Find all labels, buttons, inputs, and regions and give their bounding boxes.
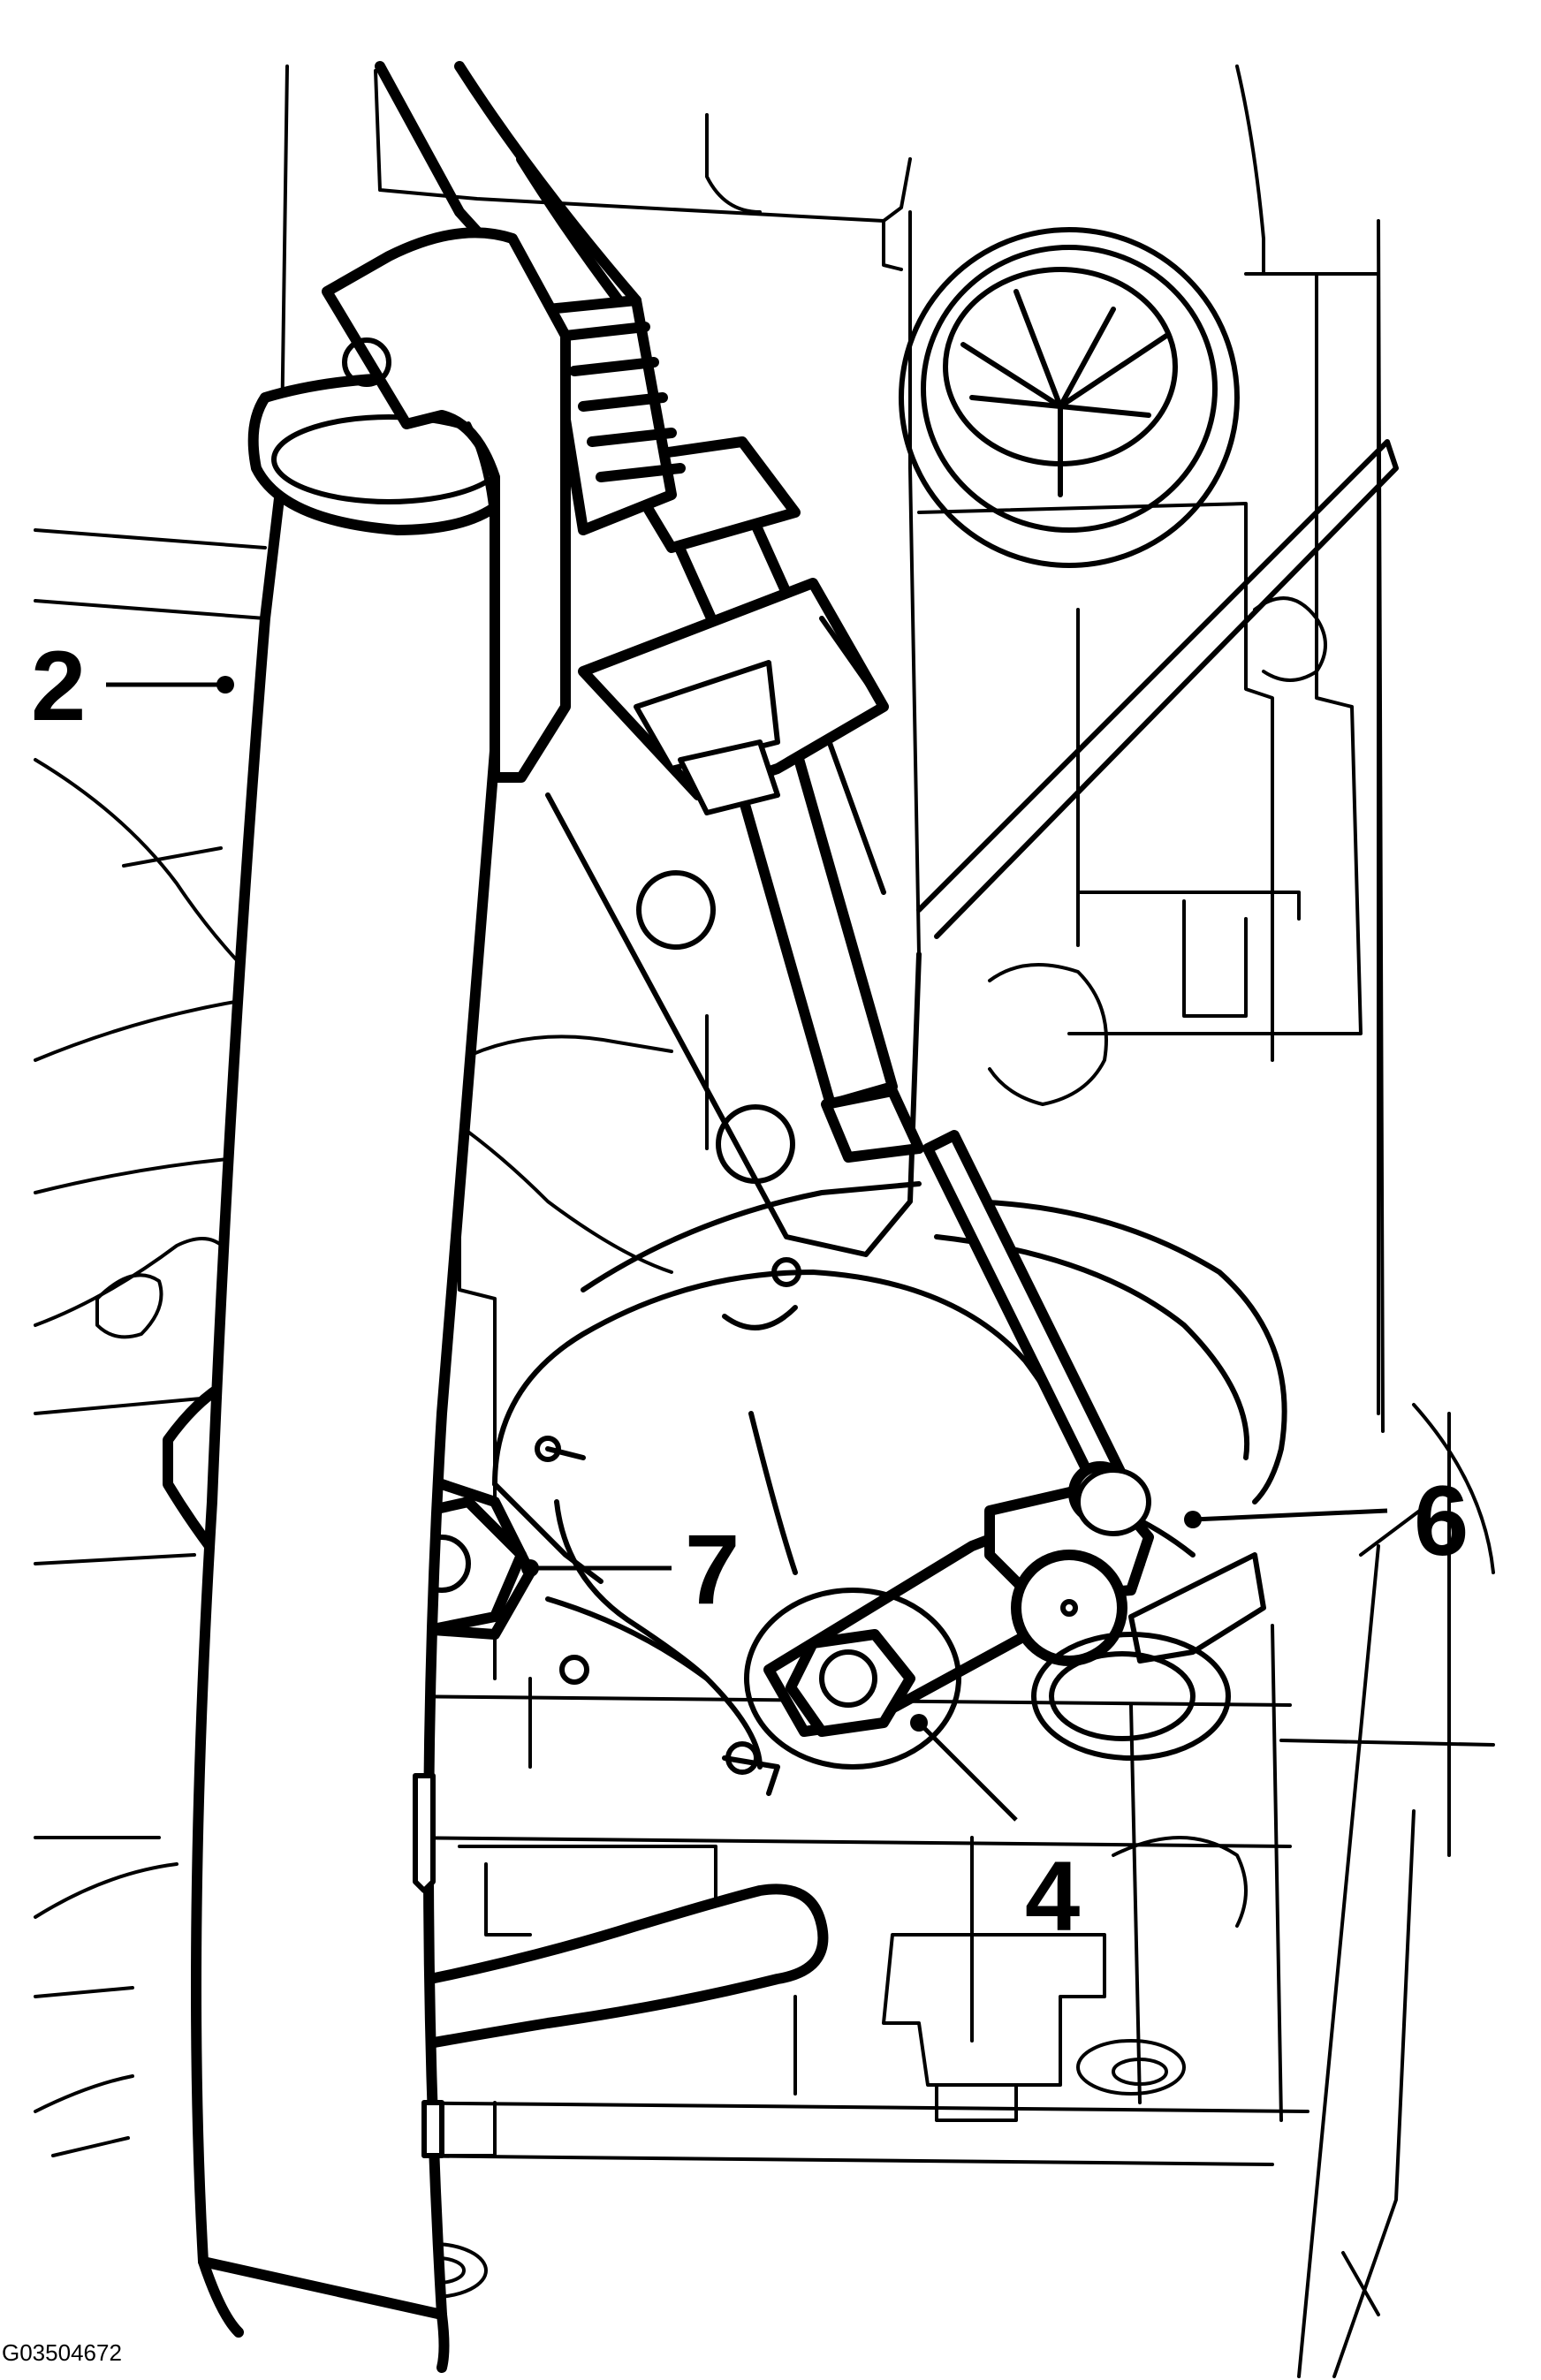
upper-bracket — [545, 439, 1399, 1257]
lever-nut — [744, 1588, 961, 1770]
gear-selector-rod — [375, 61, 1136, 1512]
oil-filler-cap — [899, 227, 1240, 568]
lower-hose — [330, 1884, 829, 2064]
left-guide-tube — [191, 372, 528, 2373]
callout-2: 2 — [31, 631, 86, 741]
cable-hook-lever — [322, 227, 571, 783]
callout-4: 4 — [1025, 1841, 1080, 1952]
figure-id: G03504672 — [2, 2339, 122, 2366]
callout-7: 7 — [685, 1514, 740, 1625]
callout-6: 6 — [1414, 1466, 1469, 1576]
leader-lines — [106, 676, 1388, 1822]
callout-labels: 2 4 6 7 — [31, 631, 1469, 1952]
small-bolts — [413, 1773, 444, 2158]
background-structure — [34, 64, 1495, 2378]
